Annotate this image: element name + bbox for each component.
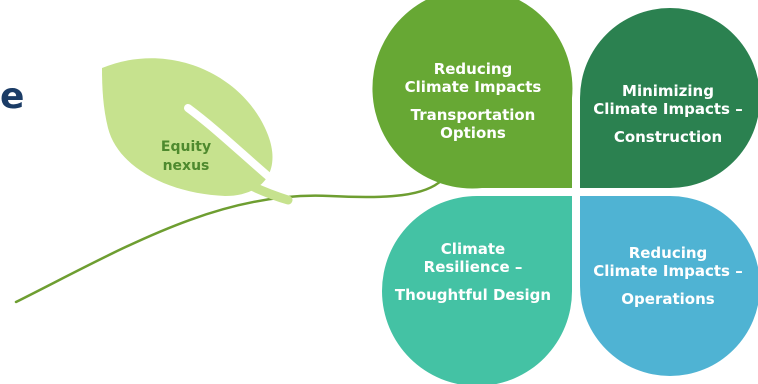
petal-bottom-left-line3: Thoughtful Design: [394, 286, 552, 304]
petal-bottom-right-line2: Climate Impacts –: [593, 262, 743, 280]
petal-bottom-right: [580, 196, 758, 376]
petal-top-right-label: Minimizing Climate Impacts – Constructio…: [573, 82, 758, 146]
leaf-stalk: [227, 171, 293, 205]
leaf-vein: [184, 104, 272, 180]
petal-top-left-line4: Options: [440, 124, 506, 142]
equity-leaf: [102, 58, 293, 205]
petal-top-right-line3: Construction: [613, 128, 723, 146]
petal-top-left-line2: Climate Impacts: [404, 78, 542, 96]
petal-top-left-label: Reducing Climate Impacts Transportation …: [378, 60, 568, 142]
partial-title: e: [0, 76, 25, 117]
petal-bottom-right-label: Reducing Climate Impacts – Operations: [573, 244, 758, 308]
petal-top-left: [372, 0, 573, 189]
petal-top-right-line2: Climate Impacts –: [593, 100, 743, 118]
petal-bottom-left-label: Climate Resilience – Thoughtful Design: [378, 240, 568, 304]
petal-bottom-left-line2: Resilience –: [423, 258, 523, 276]
petal-bottom-right-line1: Reducing: [628, 244, 708, 262]
leaf-label: Equity nexus: [146, 138, 226, 176]
petal-top-right: [580, 8, 758, 188]
petal-bottom-left-line1: Climate: [440, 240, 506, 258]
petal-bottom-right-line3: Operations: [621, 290, 715, 308]
petal-top-left-line3: Transportation: [410, 106, 536, 124]
petal-top-right-line1: Minimizing: [622, 82, 714, 100]
petal-top-left-line1: Reducing: [433, 60, 513, 78]
petal-bottom-left: [382, 196, 573, 384]
leaf-label-line2: nexus: [162, 158, 210, 174]
leaf-shape: [102, 58, 273, 196]
leaf-label-line1: Equity: [160, 139, 212, 155]
